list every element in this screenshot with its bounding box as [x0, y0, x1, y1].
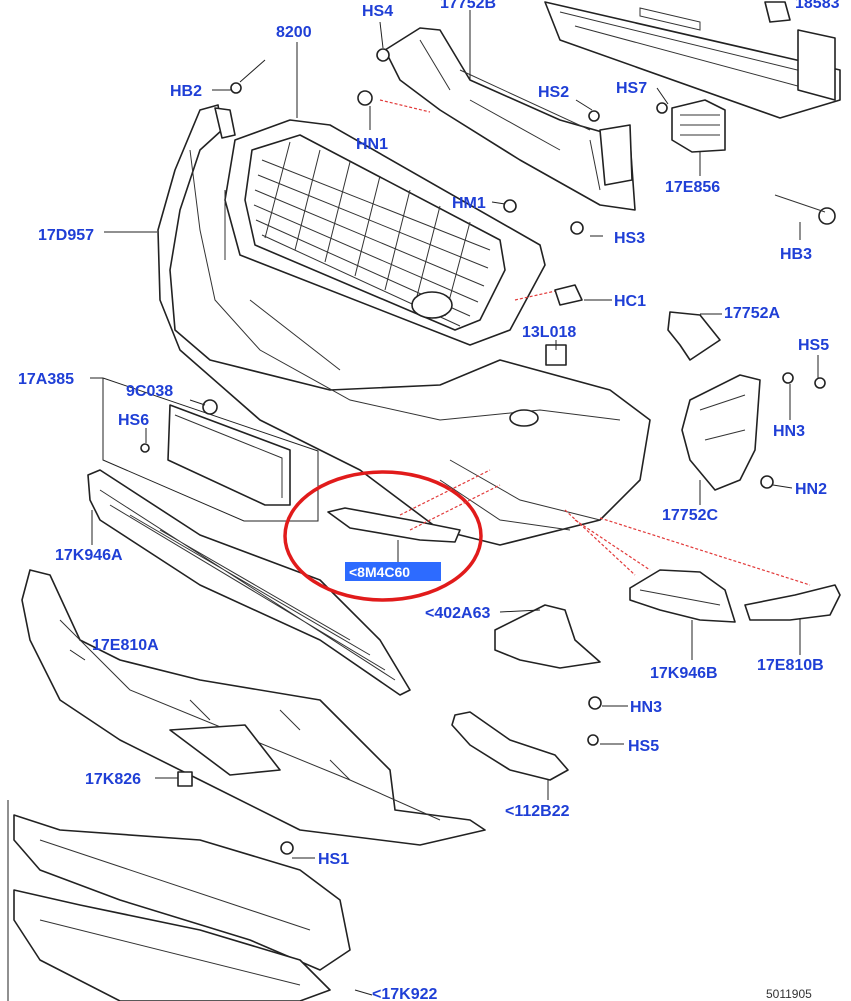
undertray-part: [21, 569, 486, 846]
label-hs6[interactable]: HS6: [118, 412, 149, 429]
selection-highlight-circle: [283, 470, 483, 602]
label-13l018[interactable]: 13L018: [522, 324, 576, 341]
label-hb3[interactable]: HB3: [780, 246, 812, 263]
label-selected-part[interactable]: <8M4C60: [349, 564, 410, 580]
label-17752a[interactable]: 17752A: [724, 305, 780, 322]
label-402a63[interactable]: <402A63: [425, 605, 490, 622]
label-hs2[interactable]: HS2: [538, 84, 569, 101]
label-hn2[interactable]: HN2: [795, 481, 827, 498]
part-labels: HS4 17752B 18583 8200 HB2 HN1 HS2 HS7 17…: [18, 0, 840, 1001]
side-bracket-17752c-part: [681, 374, 761, 491]
diagram-reference-number: 5011905: [766, 987, 812, 1001]
label-hs1[interactable]: HS1: [318, 851, 349, 868]
label-17k946a[interactable]: 17K946A: [55, 547, 123, 564]
label-17k922[interactable]: <17K922: [372, 986, 437, 1001]
label-17a385[interactable]: 17A385: [18, 371, 74, 388]
skid-plate-callout-box: [7, 800, 351, 1001]
pointer-lines: [379, 99, 811, 586]
label-17k826[interactable]: 17K826: [85, 771, 141, 788]
label-17d957[interactable]: 17D957: [38, 227, 94, 244]
label-17752c[interactable]: 17752C: [662, 507, 718, 524]
label-hs5-top[interactable]: HS5: [798, 337, 829, 354]
label-17k946b[interactable]: 17K946B: [650, 665, 718, 682]
label-17e856[interactable]: 17E856: [665, 179, 720, 196]
trim-17e810b-part: [744, 584, 841, 621]
label-18583[interactable]: 18583: [795, 0, 840, 12]
label-17e810a[interactable]: 17E810A: [92, 637, 159, 654]
label-112b22[interactable]: <112B22: [505, 803, 570, 820]
grille-part: [224, 119, 546, 346]
label-hs4[interactable]: HS4: [362, 3, 393, 20]
side-bracket-17752a-part: [667, 311, 721, 361]
upper-crossmember-part: [544, 1, 841, 119]
harness-17e856-part: [671, 99, 726, 153]
label-hm1[interactable]: HM1: [452, 195, 486, 212]
fasteners: [140, 48, 836, 855]
label-hs7[interactable]: HS7: [616, 80, 647, 97]
label-hc1[interactable]: HC1: [614, 293, 646, 310]
label-hn3-top[interactable]: HN3: [773, 423, 805, 440]
trim-112b22-part: [451, 711, 569, 781]
label-hs3[interactable]: HS3: [614, 230, 645, 247]
label-9c038[interactable]: 9C038: [126, 383, 173, 400]
label-hs5-bottom[interactable]: HS5: [628, 738, 659, 755]
leader-lines: [69, 10, 819, 996]
label-hn1[interactable]: HN1: [356, 136, 388, 153]
label-hn3-bottom[interactable]: HN3: [630, 699, 662, 716]
selected-label-background: [345, 562, 441, 581]
absorber-bracket-part: [384, 27, 636, 211]
bumper-cover-part: [157, 104, 651, 546]
label-8200[interactable]: 8200: [276, 24, 312, 41]
label-hb2[interactable]: HB2: [170, 83, 202, 100]
lower-grille-17k946b-part: [629, 569, 736, 623]
side-bracket-402a63-part: [494, 604, 601, 669]
label-17752b[interactable]: 17752B: [440, 0, 496, 12]
lower-grille-mesh-part: [87, 469, 411, 696]
selected-part[interactable]: [283, 470, 483, 602]
label-17e810b[interactable]: 17E810B: [757, 657, 824, 674]
licence-plate-callout-box: [102, 377, 319, 522]
